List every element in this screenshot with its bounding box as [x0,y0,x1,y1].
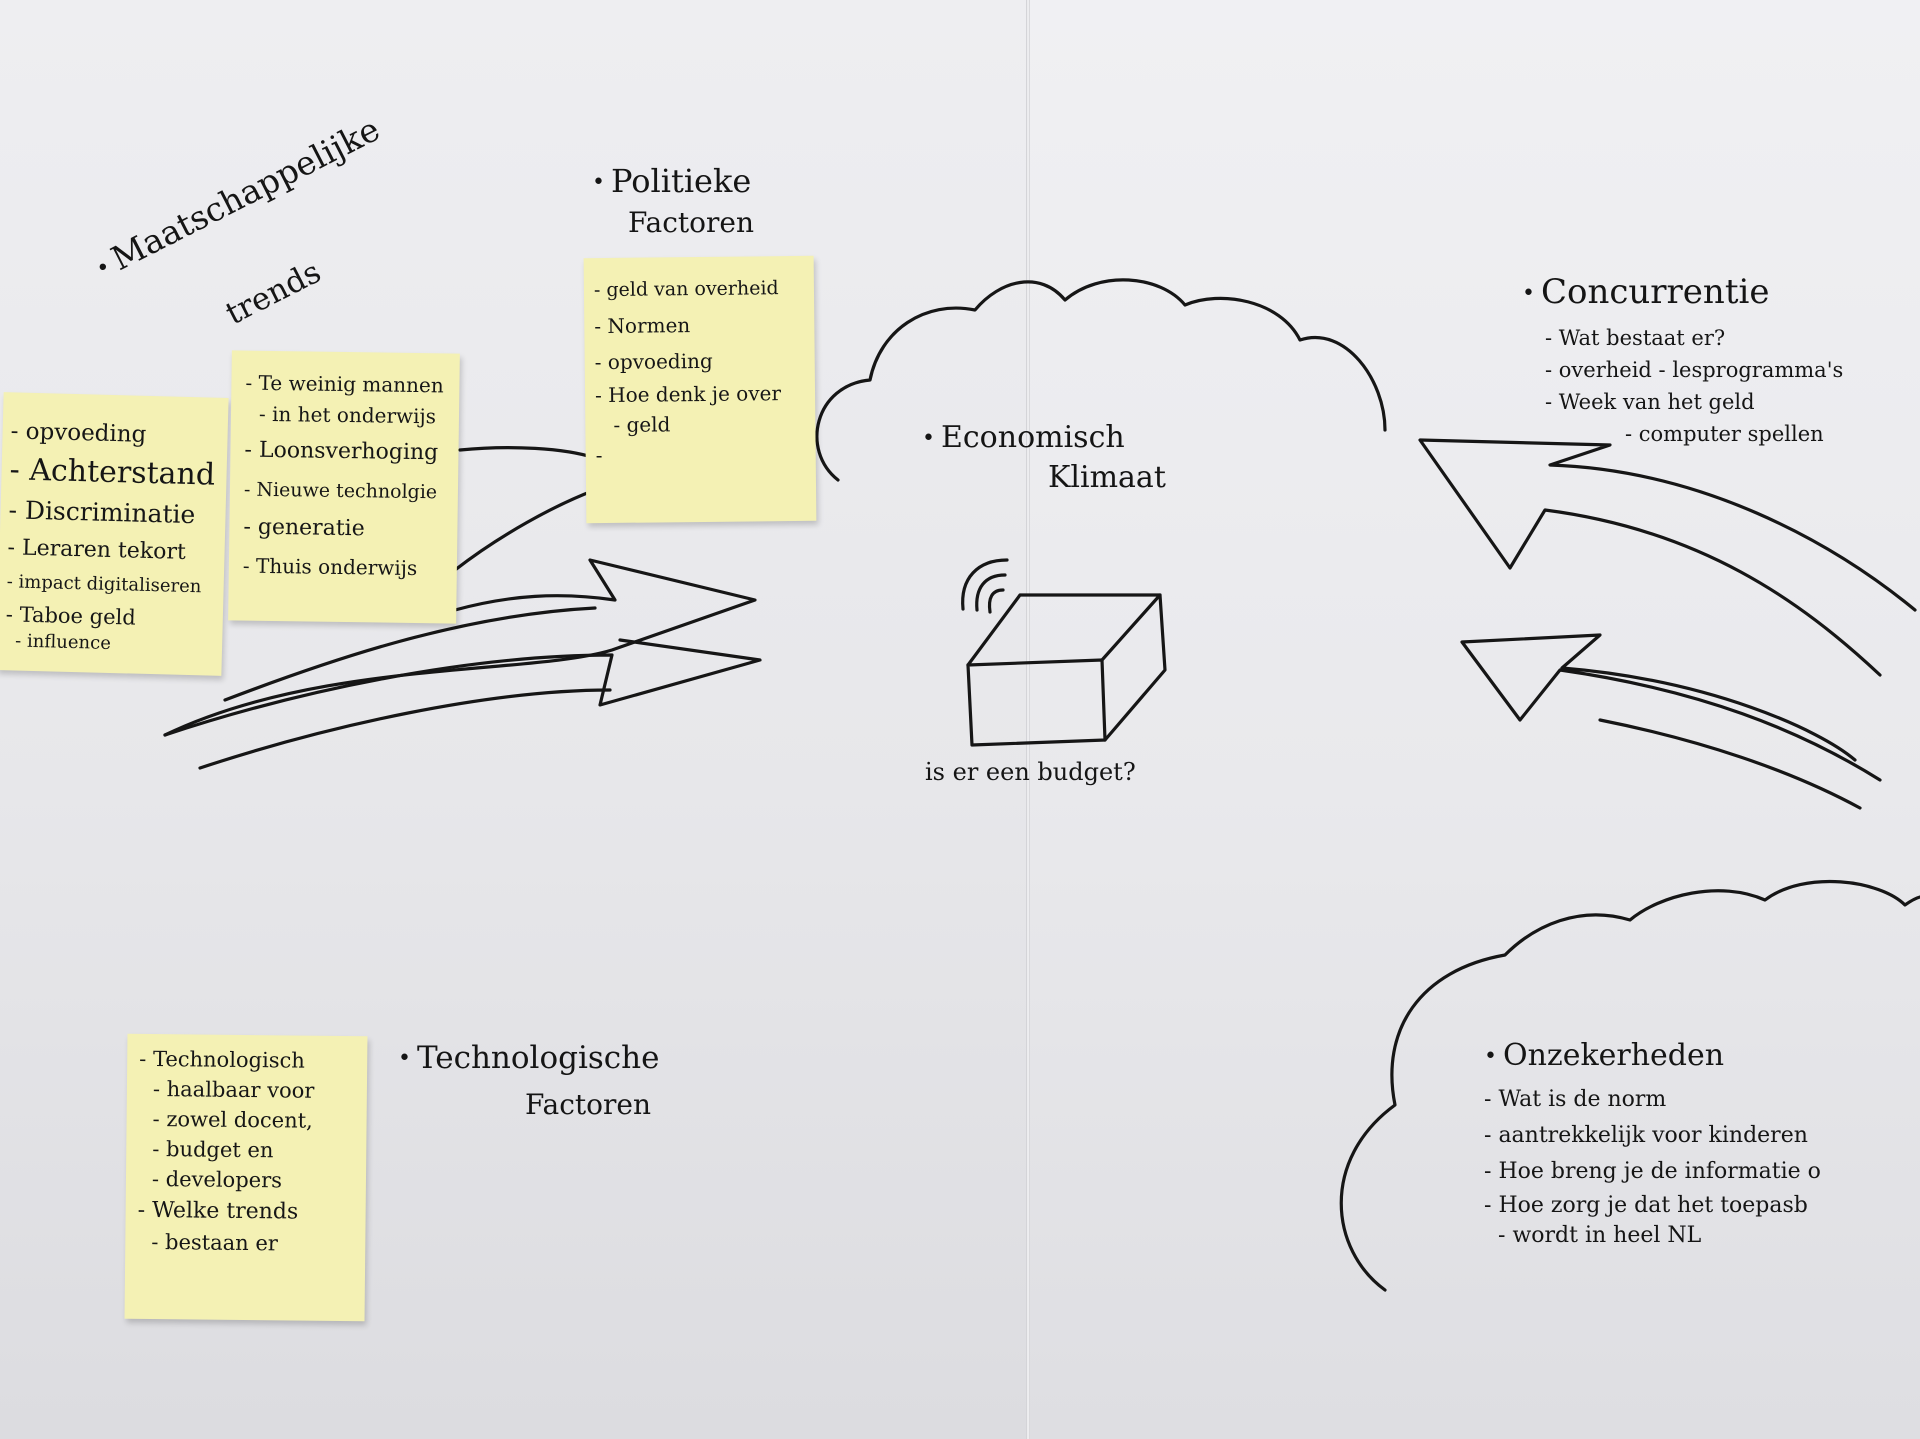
left-arrow-1-lower [453,488,597,572]
note-item: bestaan er [137,1228,365,1258]
technologische-heading-line1: Technologische [398,1040,660,1077]
concurrentie-item: computer spellen [1545,418,1843,450]
note-item: Discriminatie [8,490,226,536]
left-arrow-3-lower [198,688,612,770]
sticky-note-technologisch: Technologisch haalbaar voor zowel docent… [124,1033,368,1322]
sticky-note-politiek: geld van overheid Normen opvoeding Hoe d… [583,255,817,524]
politiek-note-list: geld van overheid Normen opvoeding Hoe d… [584,256,816,470]
note-item: in het onderwijs [245,397,459,434]
note-item: Thuis onderwijs [243,547,458,588]
onzekerheden-item: Hoe zorg je dat het toepasb [1484,1190,1821,1222]
signal-icon-arc-2 [975,573,1007,612]
note-item: developers [138,1164,366,1196]
economisch-heading-line1: Economisch [922,420,1125,456]
sticky-note-maatschappelijk-a: opvoeding Achterstand Discriminatie Lera… [0,392,229,676]
sheet-seam [1026,0,1030,1439]
politieke-heading-line2: Factoren [628,206,754,239]
note-item [596,438,816,470]
technologische-heading-line2: Factoren [525,1088,651,1121]
note-item: opvoeding [10,412,228,456]
concurrentie-heading: Concurrentie [1522,272,1770,313]
right-arrow-2 [1460,633,1882,782]
note-item: Hoe denk je over [595,378,815,410]
concurrentie-list: Wat bestaat er? overheid - lesprogramma'… [1545,322,1843,450]
onzekerheden-item: aantrekkelijk voor kinderen [1484,1118,1821,1154]
note-item: geld van overheid [594,270,814,308]
concurrentie-item: overheid - lesprogramma's [1545,354,1843,386]
signal-icon-arc-1 [987,588,1005,614]
right-arrow-1 [1418,438,1917,677]
note-item: Loonsverhoging [244,431,459,474]
note-item: generatie [243,509,458,550]
concurrentie-item: Week van het geld [1545,386,1843,418]
economisch-heading-line2: Klimaat [1048,460,1166,495]
onzekerheden-cloud [1339,879,1920,1292]
note-item: budget en [138,1134,366,1166]
onzekerheden-item: Wat is de norm [1484,1082,1821,1118]
note-item: Welke trends [137,1194,365,1230]
note-item: influence [5,630,223,658]
note-b-list: Te weinig mannen in het onderwijs Loonsv… [229,350,460,587]
sticky-note-maatschappelijk-b: Te weinig mannen in het onderwijs Loonsv… [228,350,460,624]
onzekerheden-item: Hoe breng je de informatie o [1484,1154,1820,1190]
left-arrow-2-inner [223,606,597,702]
concurrentie-item: Wat bestaat er? [1545,322,1843,354]
note-item: Achterstand [9,450,227,496]
note-item: Technologisch [139,1044,367,1076]
signal-icon-arc-3 [961,558,1009,611]
note-item: haalbaar voor [139,1074,367,1106]
box-side [1103,593,1167,742]
box-top [966,593,1162,667]
onzekerheden-item: wordt in heel NL [1484,1222,1821,1250]
onzekerheden-list: Wat is de norm aantrekkelijk voor kinder… [1484,1082,1821,1250]
note-item: Normen [594,306,814,344]
note-item: geld [595,408,815,440]
note-item: zowel docent, [138,1104,366,1136]
note-item: Te weinig mannen [245,369,459,400]
box-front [966,658,1107,747]
budget-caption: is er een budget? [925,758,1136,786]
left-arrow-1-upper [458,446,597,460]
note-a-list: opvoeding Achterstand Discriminatie Lera… [0,392,229,658]
politieke-heading-line1: Politieke [592,162,751,200]
left-arrow-3 [163,638,762,737]
note-item: Nieuwe technolgie [244,471,459,512]
economisch-cloud [815,278,1387,482]
right-arrow-2-lower [1598,718,1862,810]
note-item: Leraren tekort [7,530,225,572]
note-item: opvoeding [595,342,815,380]
technologisch-note-list: Technologisch haalbaar voor zowel docent… [125,1034,367,1259]
onzekerheden-heading: Onzekerheden [1484,1038,1724,1074]
